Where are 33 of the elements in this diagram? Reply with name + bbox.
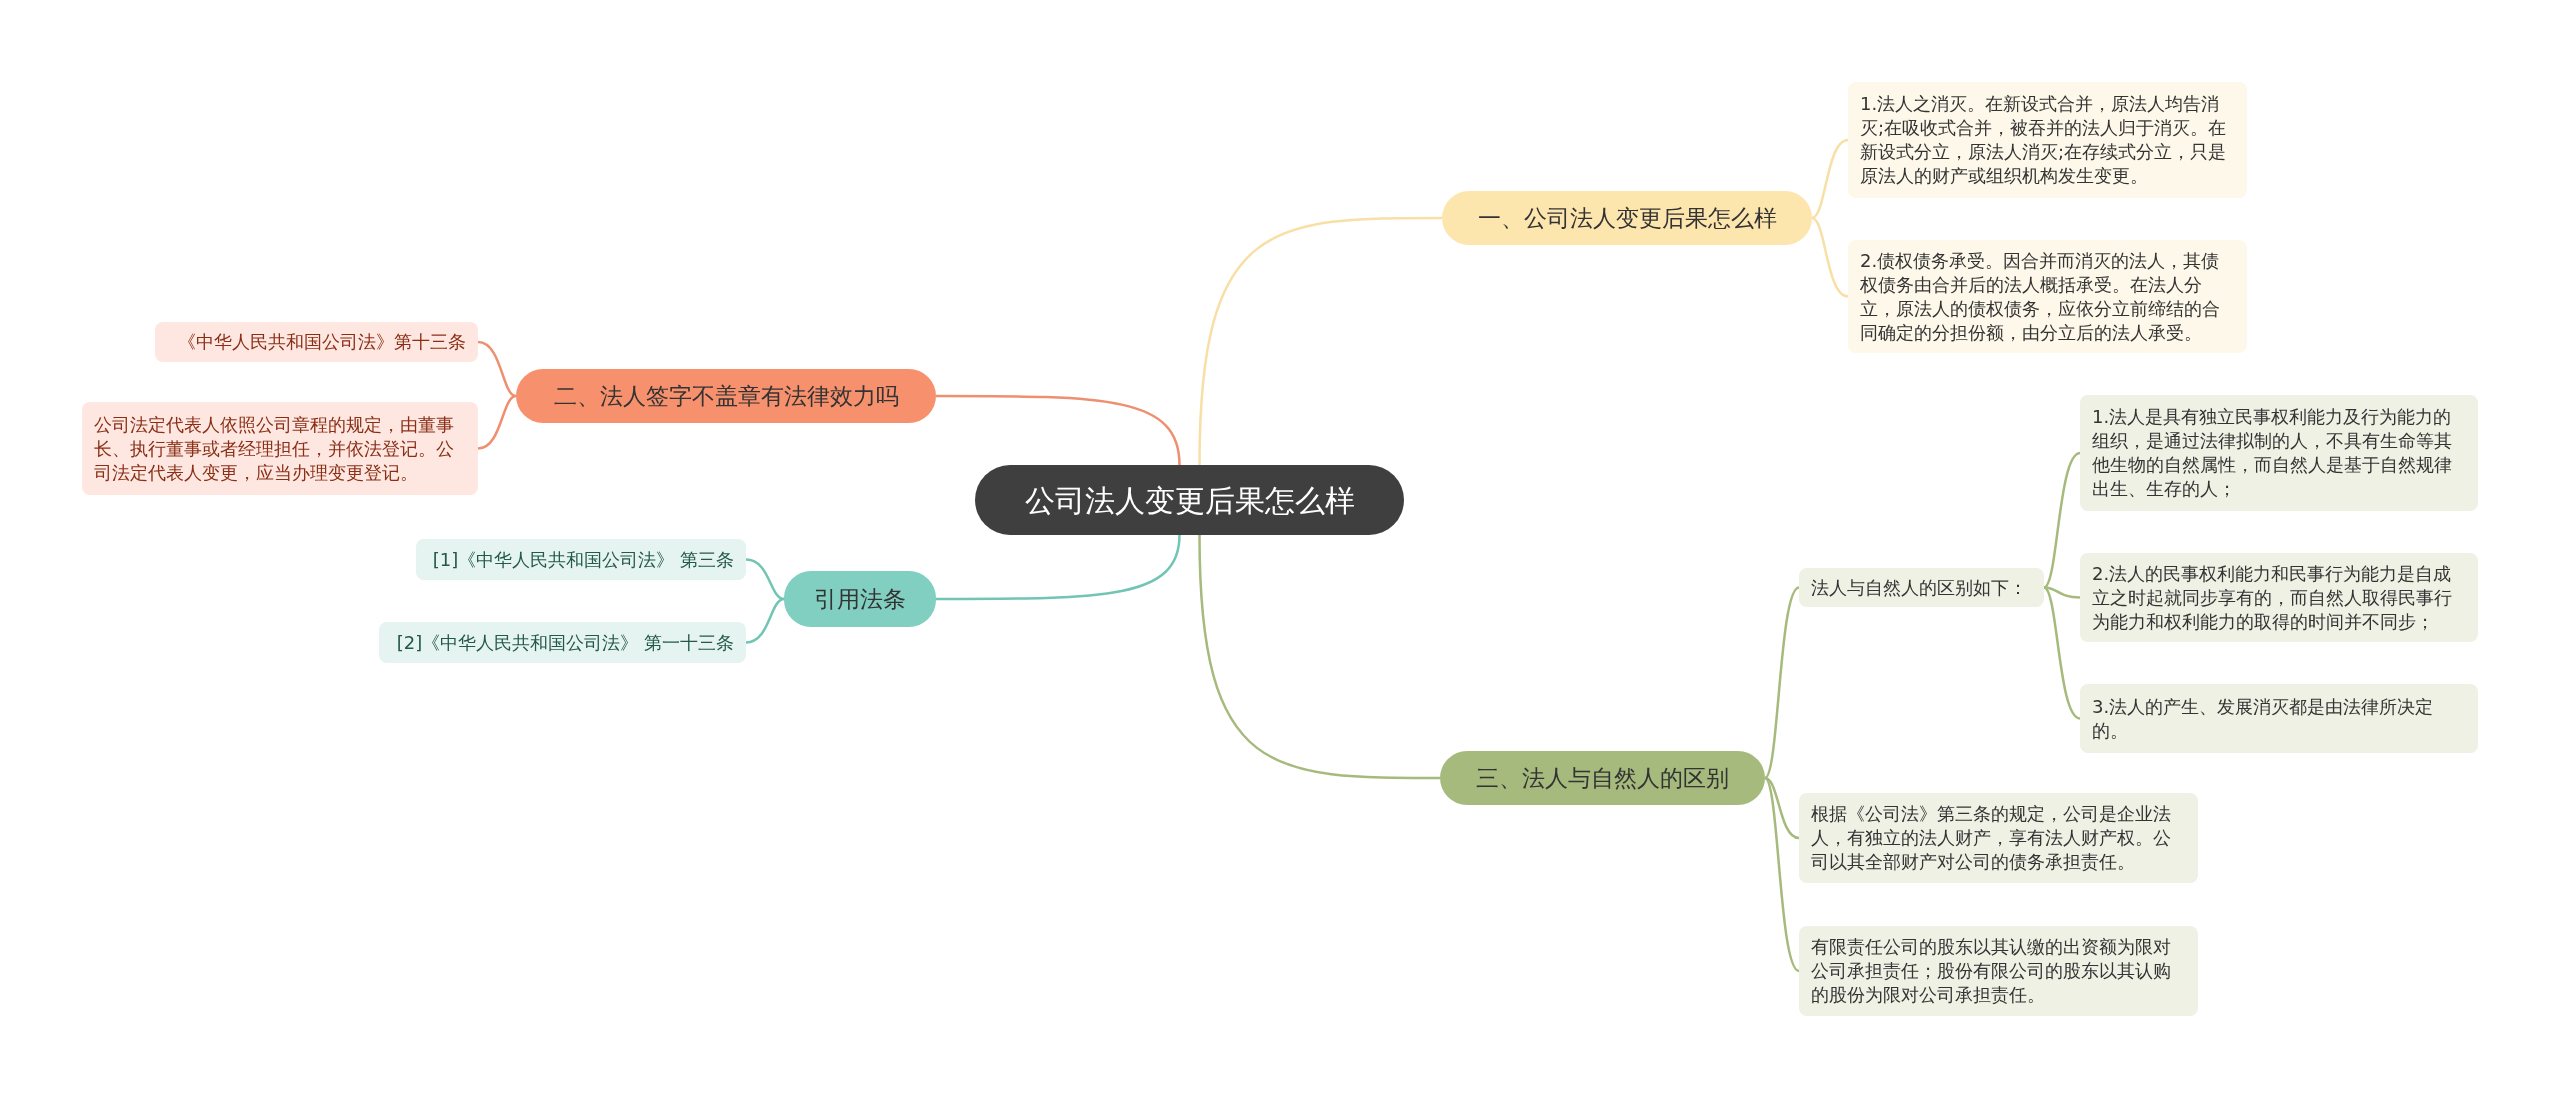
branch-topic: 二、法人签字不盖章有法律效力吗 (516, 369, 936, 423)
connector-line (1811, 216, 1849, 298)
subtopic-box: 2.债权债务承受。因合并而消灭的法人，其债权债务由合并后的法人概括承受。在法人分立，原法人的债权债务，应依分立前缔结的合同确定的分担份额，由分立后的法人承受。 (1848, 240, 2247, 353)
central-topic: 公司法人变更后果怎么样 (975, 465, 1404, 535)
connector-line (2043, 586, 2081, 720)
connector-line (1198, 534, 1440, 780)
connector-line (477, 340, 517, 398)
subtopic-box: 法人与自然人的区别如下： (1799, 568, 2044, 607)
subtopic-box: 有限责任公司的股东以其认缴的出资额为限对公司承担责任；股份有限公司的股东以其认购的股份为限对公司承担责任。 (1799, 926, 2198, 1016)
connector-line (1811, 138, 1849, 220)
connector-line (936, 534, 1181, 601)
connector-line (1764, 586, 1800, 779)
subtopic-box: 1.法人之消灭。在新设式合并，原法人均告消灭;在吸收式合并，被吞并的法人归于消灭。在新设式分立，原法人消灭;在存续式分立，只是原法人的财产或组织机构发生变更。 (1848, 82, 2247, 198)
connector-line (2043, 451, 2081, 589)
subtopic-box: 3.法人的产生、发展消灭都是由法律所决定的。 (2080, 684, 2478, 753)
subtopic-box: [2]《中华人民共和国公司法》 第一十三条 (379, 622, 746, 663)
subtopic-box: 公司法定代表人依照公司章程的规定，由董事长、执行董事或者经理担任，并依法登记。公司法定代表人变更，应当办理变更登记。 (82, 402, 478, 495)
connector-line (1764, 777, 1800, 972)
branch-topic: 引用法条 (784, 571, 936, 627)
subtopic-box: 2.法人的民事权利能力和民事行为能力是自成立之时起就同步享有的，而自然人取得民事行为能力和权利能力的取得的时间并不同步； (2080, 553, 2478, 642)
connector-line (2043, 586, 2081, 599)
connector-line (477, 394, 517, 450)
branch-topic: 一、公司法人变更后果怎么样 (1442, 191, 1812, 245)
subtopic-box: 《中华人民共和国公司法》第十三条 (155, 322, 478, 362)
subtopic-box: [1]《中华人民共和国公司法》 第三条 (416, 539, 746, 580)
connector-line (745, 558, 785, 601)
connector-line (1764, 776, 1800, 840)
connector-line (745, 597, 785, 644)
connector-line (936, 394, 1181, 466)
subtopic-box: 1.法人是具有独立民事权利能力及行为能力的组织，是通过法律拟制的人，不具有生命等其他生物的自然属性，而自然人是基于自然规律出生、生存的人； (2080, 395, 2478, 511)
subtopic-box: 根据《公司法》第三条的规定，公司是企业法人，有独立的法人财产，享有法人财产权。公司以其全部财产对公司的债务承担责任。 (1799, 793, 2198, 883)
branch-topic: 三、法人与自然人的区别 (1440, 751, 1765, 805)
connector-line (1198, 216, 1442, 466)
